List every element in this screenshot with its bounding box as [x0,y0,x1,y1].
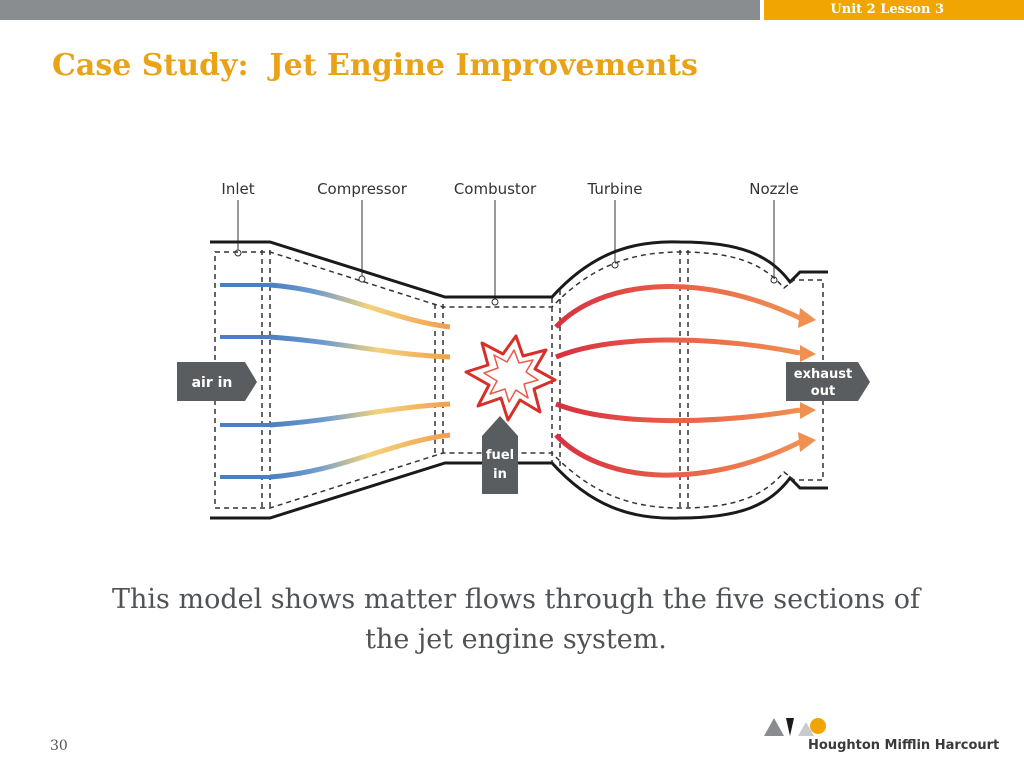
exhaust-out-tag: exhaust out [786,362,870,401]
slide-title: Case Study: Jet Engine Improvements [52,48,698,83]
section-labels: Inlet Compressor Combustor Turbine Nozzl… [221,180,798,198]
exhaust-arrowheads [798,308,816,452]
combustion-burst [464,334,557,422]
inlet-flows [220,283,270,479]
diagram-caption: This model shows matter flows through th… [112,584,920,655]
header-bar [0,0,760,20]
label-nozzle: Nozzle [749,180,799,198]
exhaust-out-label-line1: exhaust [794,367,852,382]
fuel-in-label-line2: in [493,467,507,482]
air-in-tag: air in [177,362,257,401]
air-in-label: air in [192,375,233,391]
compressor-flows [269,282,451,480]
publisher-logo: Houghton Mifflin Harcourt [764,716,1004,758]
engine-outline [210,240,828,520]
slide-number: 30 [50,738,68,754]
publisher-logo-marks [764,718,826,736]
publisher-name: Houghton Mifflin Harcourt [808,738,1000,753]
label-compressor: Compressor [317,180,408,198]
lesson-tab: Unit 2 Lesson 3 [764,0,1024,20]
fuel-in-tag: fuel in [482,416,518,494]
label-turbine: Turbine [587,180,643,198]
jet-engine-diagram: Inlet Compressor Combustor Turbine Nozzl… [177,180,870,520]
label-combustor: Combustor [454,180,537,198]
exhaust-flows [554,284,802,478]
label-inlet: Inlet [221,180,254,198]
exhaust-out-label-line2: out [811,384,835,399]
fuel-in-label-line1: fuel [486,448,514,463]
